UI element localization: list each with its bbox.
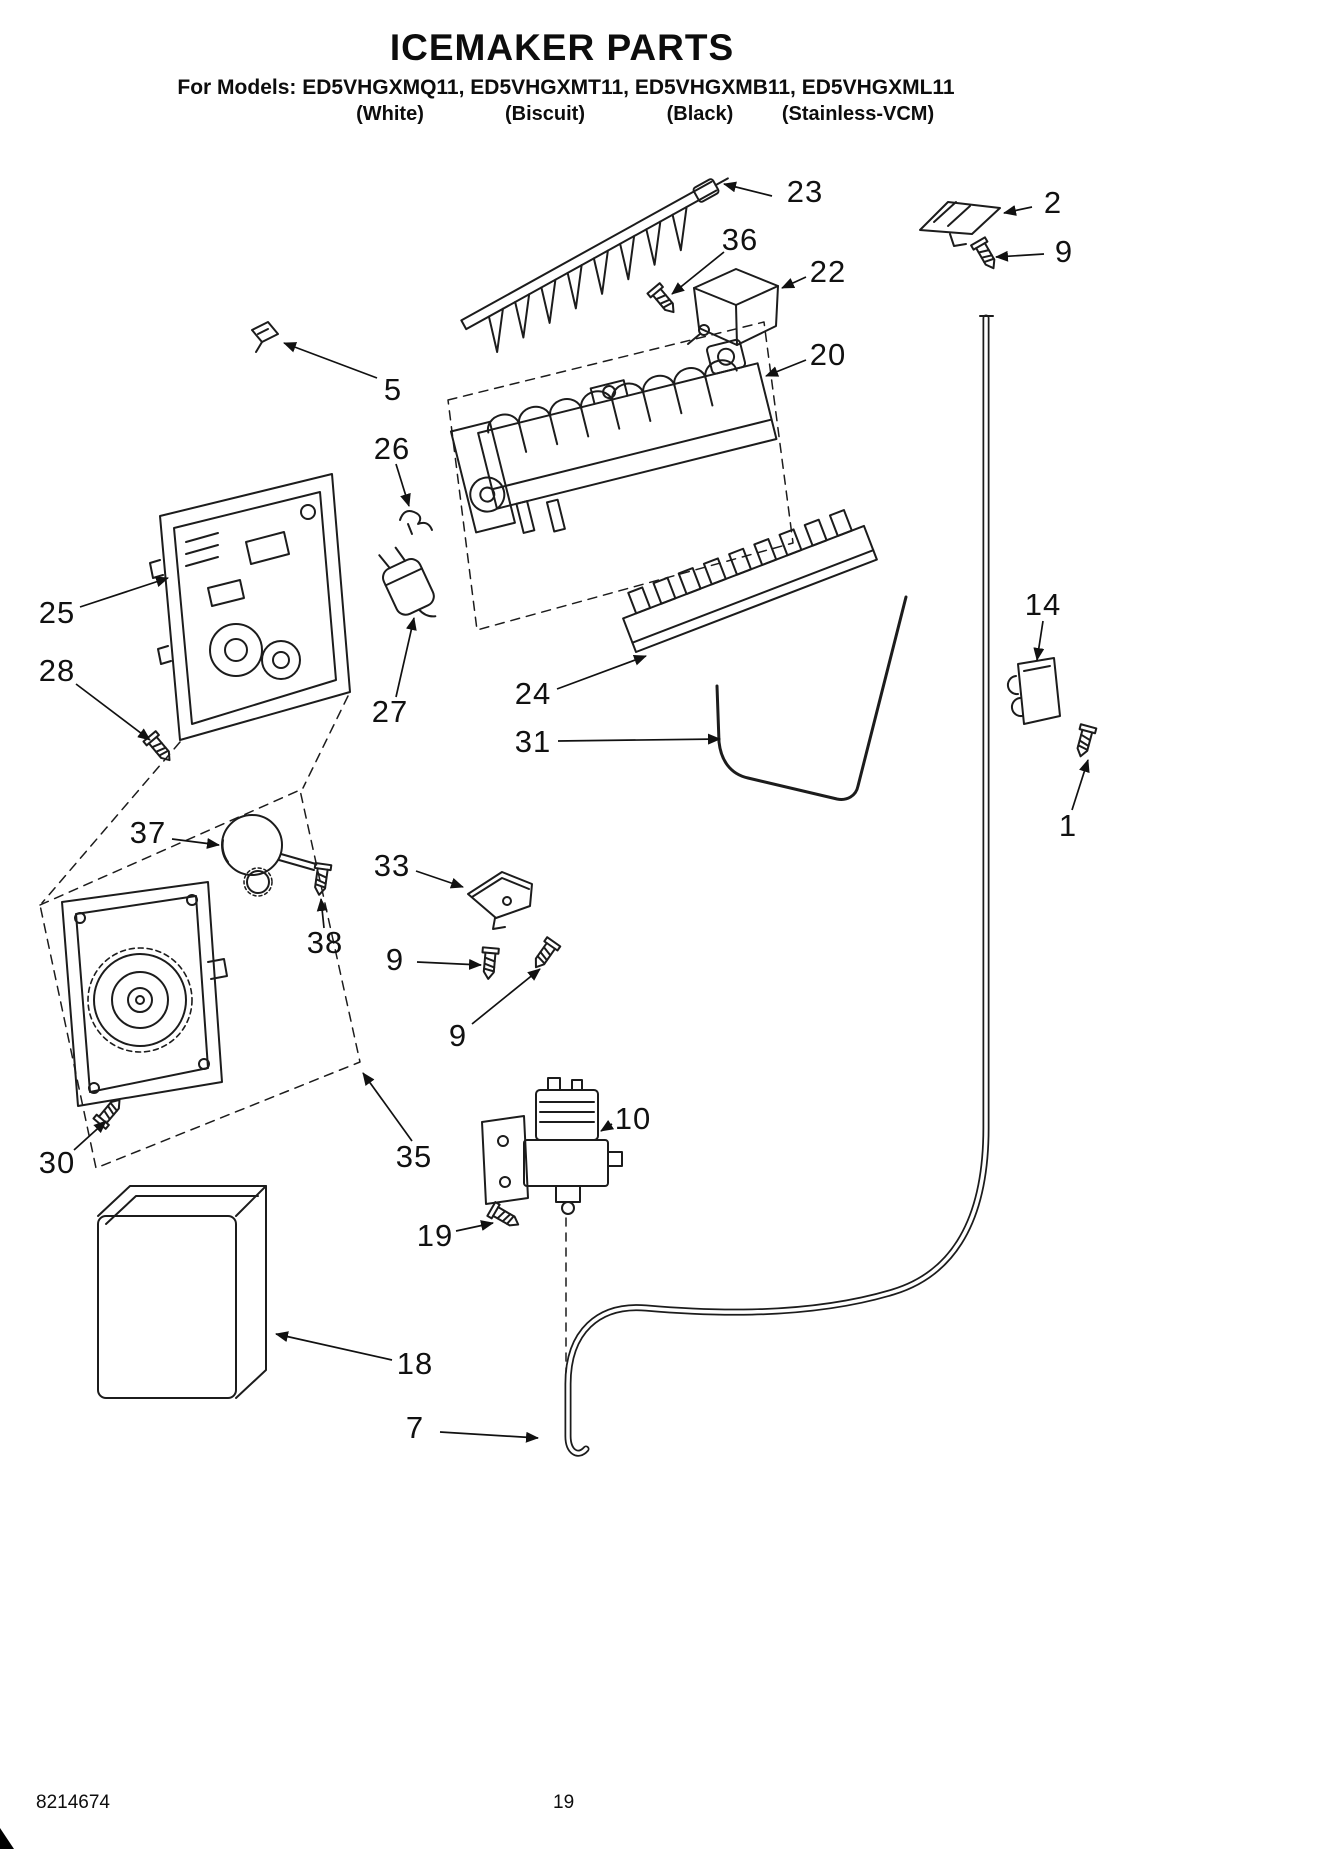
part-20-dashed-outline: [447, 321, 794, 631]
leader-1: [1071, 759, 1090, 811]
leader-14: [1033, 620, 1045, 661]
color-label-black: (Black): [666, 103, 734, 125]
callout-9: 9: [448, 1018, 468, 1053]
callout-33: 33: [373, 848, 411, 883]
part-27-plug: [378, 546, 437, 618]
callout-18: 18: [396, 1346, 434, 1381]
part-26-clip: [399, 510, 433, 535]
part-20-mold-assembly: [449, 338, 778, 534]
part-1-screw: [1071, 723, 1098, 760]
callout-27: 27: [371, 694, 409, 729]
part-19-screw: [486, 1201, 524, 1233]
callout-19: 19: [416, 1218, 454, 1253]
page-title: ICEMAKER PARTS: [389, 27, 735, 68]
callout-7: 7: [405, 1410, 425, 1445]
page-number: 19: [553, 1792, 575, 1813]
callout-35: 35: [395, 1139, 433, 1174]
part-14-bracket: [1007, 657, 1061, 725]
part-31-shutoff-arm: [715, 595, 908, 801]
leader-9a: [995, 250, 1045, 262]
callout-9: 9: [1054, 234, 1074, 269]
leader-19: [455, 1220, 494, 1232]
callout-28: 28: [38, 653, 76, 688]
leader-10: [600, 1119, 615, 1132]
callout-36: 36: [721, 222, 759, 257]
leader-30: [73, 1120, 107, 1151]
leader-18: [275, 1331, 393, 1361]
part-5-clip: [251, 321, 279, 353]
leader-28: [75, 683, 151, 741]
callout-30: 30: [38, 1145, 76, 1180]
part-25-module-housing: [149, 473, 351, 741]
leader-22: [781, 276, 807, 289]
part-36-screw: [646, 282, 681, 319]
callout-24: 24: [514, 676, 552, 711]
leader-24: [556, 655, 647, 690]
part-9-screw-b: [479, 946, 500, 981]
leader-37: [171, 838, 220, 849]
leader-36: [671, 251, 725, 295]
part-18-ice-bin: [97, 1185, 267, 1399]
leader-9c: [471, 968, 541, 1025]
callout-23: 23: [786, 174, 824, 209]
part-9-screw-a: [970, 236, 1002, 274]
doc-number: 8214674: [36, 1792, 110, 1813]
leader-lines: [73, 181, 1090, 1443]
callout-25: 25: [38, 595, 76, 630]
callout-37: 37: [129, 815, 167, 850]
part-9-screw-c: [528, 936, 562, 973]
callout-10: 10: [614, 1101, 652, 1136]
callout-9: 9: [385, 942, 405, 977]
part-28-screw: [142, 730, 177, 767]
leader-35: [362, 1072, 413, 1142]
leader-33: [415, 870, 464, 889]
part-2-mounting-clip: [919, 201, 1001, 247]
callout-22: 22: [809, 254, 847, 289]
leader-9b: [416, 958, 482, 970]
models-line: For Models: ED5VHGXMQ11, ED5VHGXMT11, ED…: [177, 76, 955, 99]
callout-26: 26: [373, 431, 411, 466]
color-label-biscuit: (Biscuit): [505, 103, 585, 125]
part-7-fill-tube: [564, 314, 994, 1457]
callout-38: 38: [306, 925, 344, 960]
scan-corner-mark: [0, 1828, 14, 1849]
callout-5: 5: [383, 372, 403, 407]
callout-1: 1: [1058, 808, 1078, 843]
part-37-motor: [221, 814, 317, 897]
leader-7: [439, 1431, 539, 1443]
part-22-fill-cup: [687, 268, 779, 346]
callout-2: 2: [1043, 185, 1063, 220]
leader-26: [395, 463, 411, 507]
leader-31: [557, 733, 721, 745]
part-35-gear-module: [61, 881, 228, 1107]
leader-5: [283, 342, 378, 379]
color-label-white: (White): [356, 103, 424, 125]
part-38-screw: [310, 861, 333, 897]
callout-31: 31: [514, 724, 552, 759]
callout-14: 14: [1024, 587, 1062, 622]
leader-25: [79, 576, 169, 608]
part-10-water-valve: [481, 1077, 623, 1215]
leader-20: [765, 359, 807, 377]
assembly-35-dashed-outline: [39, 695, 361, 1169]
part-23-fin-shaft: [460, 177, 729, 354]
leader-23: [723, 181, 773, 197]
leader-38: [316, 898, 328, 929]
leader-2: [1003, 205, 1033, 216]
part-33-cover: [467, 871, 533, 930]
leader-27: [395, 617, 417, 698]
color-label-stainless-vcm: (Stainless-VCM): [781, 103, 935, 125]
callout-20: 20: [809, 337, 847, 372]
part-24-ice-stripper: [622, 509, 878, 653]
